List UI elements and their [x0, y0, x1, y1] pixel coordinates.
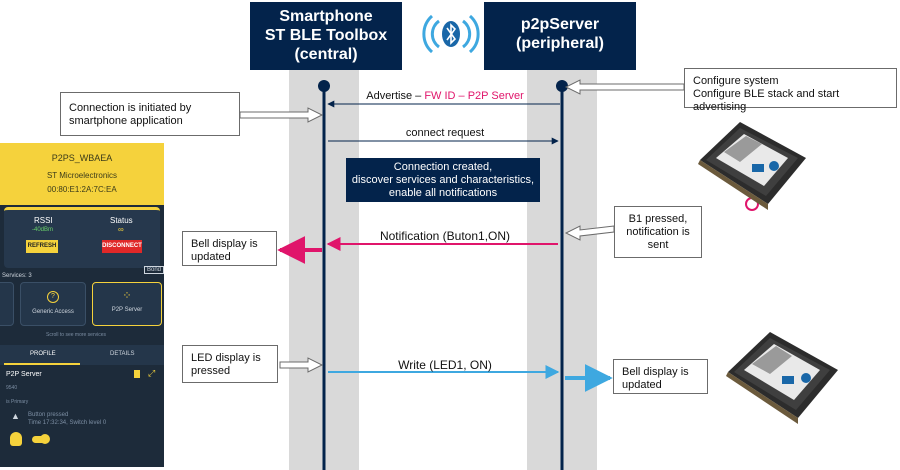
- led-bulb-icon: [10, 432, 22, 446]
- central-header: Smartphone ST BLE Toolbox (central): [250, 2, 402, 70]
- copy-icon[interactable]: [134, 370, 140, 378]
- tab-details[interactable]: DETAILS: [110, 351, 135, 357]
- bell-icon: ▲: [11, 411, 20, 421]
- board-image-bottom: [726, 332, 838, 424]
- board-image-top: [698, 122, 806, 211]
- manufacturer: ST Microelectronics: [46, 171, 118, 180]
- info-icon: ?: [47, 291, 59, 303]
- service-generic-access[interactable]: ? Generic Access: [20, 282, 86, 326]
- notification-message: Notification (Buton1,ON): [379, 229, 511, 243]
- phone-screenshot: P2PS_WBAEA ST Microelectronics 00:80:E1:…: [0, 143, 164, 467]
- led-pressed-callout: LED display is pressed: [182, 345, 278, 383]
- p2p-title: P2P Server: [6, 371, 42, 378]
- connection-created-box: Connection created, discover services an…: [346, 158, 540, 202]
- b1-pressed-callout: B1 pressed, notification is sent: [614, 206, 702, 258]
- service-partial[interactable]: [0, 282, 14, 326]
- phone-header: P2PS_WBAEA ST Microelectronics 00:80:E1:…: [0, 143, 164, 205]
- advertise-fw-id: FW ID – P2P Server: [424, 90, 524, 102]
- button-pressed-time: Time 17:32:34, Switch level 0: [28, 420, 107, 426]
- configure-callout: Configure system Configure BLE stack and…: [684, 68, 897, 113]
- tab-bar: PROFILE DETAILS: [0, 345, 164, 365]
- write-message: Write (LED1, ON): [398, 358, 492, 372]
- device-address: 00:80:E1:2A:7C:EA: [47, 185, 117, 194]
- device-name: P2PS_WBAEA: [51, 153, 113, 163]
- disconnect-button[interactable]: DISCONNECT: [102, 240, 142, 253]
- tab-profile-underline: [4, 363, 80, 365]
- connect-request-message: connect request: [405, 127, 485, 139]
- service-generic-label: Generic Access: [32, 309, 74, 315]
- peripheral-header: p2pServer (peripheral): [484, 2, 636, 70]
- button-pressed-label: Button pressed: [28, 412, 69, 418]
- service-p2p-server[interactable]: ⁘ P2P Server: [92, 282, 162, 326]
- connection-initiated-callout: Connection is initiated by smartphone ap…: [60, 92, 240, 136]
- phone-status-card: RSSI -40dBm Status ∞ REFRESH DISCONNECT: [4, 207, 160, 268]
- rssi-value: -40dBm: [32, 227, 54, 233]
- bond-button[interactable]: Bond: [144, 266, 164, 274]
- service-p2p-label: P2P Server: [111, 307, 143, 313]
- advertise-prefix: Advertise –: [366, 90, 422, 102]
- grid-icon: ⁘: [122, 290, 132, 302]
- bluetooth-icon: [422, 14, 480, 54]
- bell-peripheral-callout: Bell display is updated: [613, 359, 708, 394]
- led-toggle-knob: [40, 434, 50, 444]
- status-value: ∞: [118, 225, 124, 234]
- advertise-message: Advertise – FW ID – P2P Server: [340, 90, 550, 102]
- bell-central-callout: Bell display is updated: [182, 231, 277, 266]
- tab-profile[interactable]: PROFILE: [30, 351, 56, 357]
- expand-icon[interactable]: ⤢: [148, 368, 156, 378]
- status-label: Status: [110, 216, 133, 225]
- services-count: Services: 3: [2, 273, 32, 279]
- refresh-button[interactable]: REFRESH: [26, 240, 58, 253]
- scroll-hint: Scroll to see more services: [46, 332, 107, 338]
- p2p-sub: 9540: [6, 385, 18, 391]
- p2p-primary: is Primary: [6, 399, 29, 405]
- rssi-label: RSSI: [34, 216, 53, 225]
